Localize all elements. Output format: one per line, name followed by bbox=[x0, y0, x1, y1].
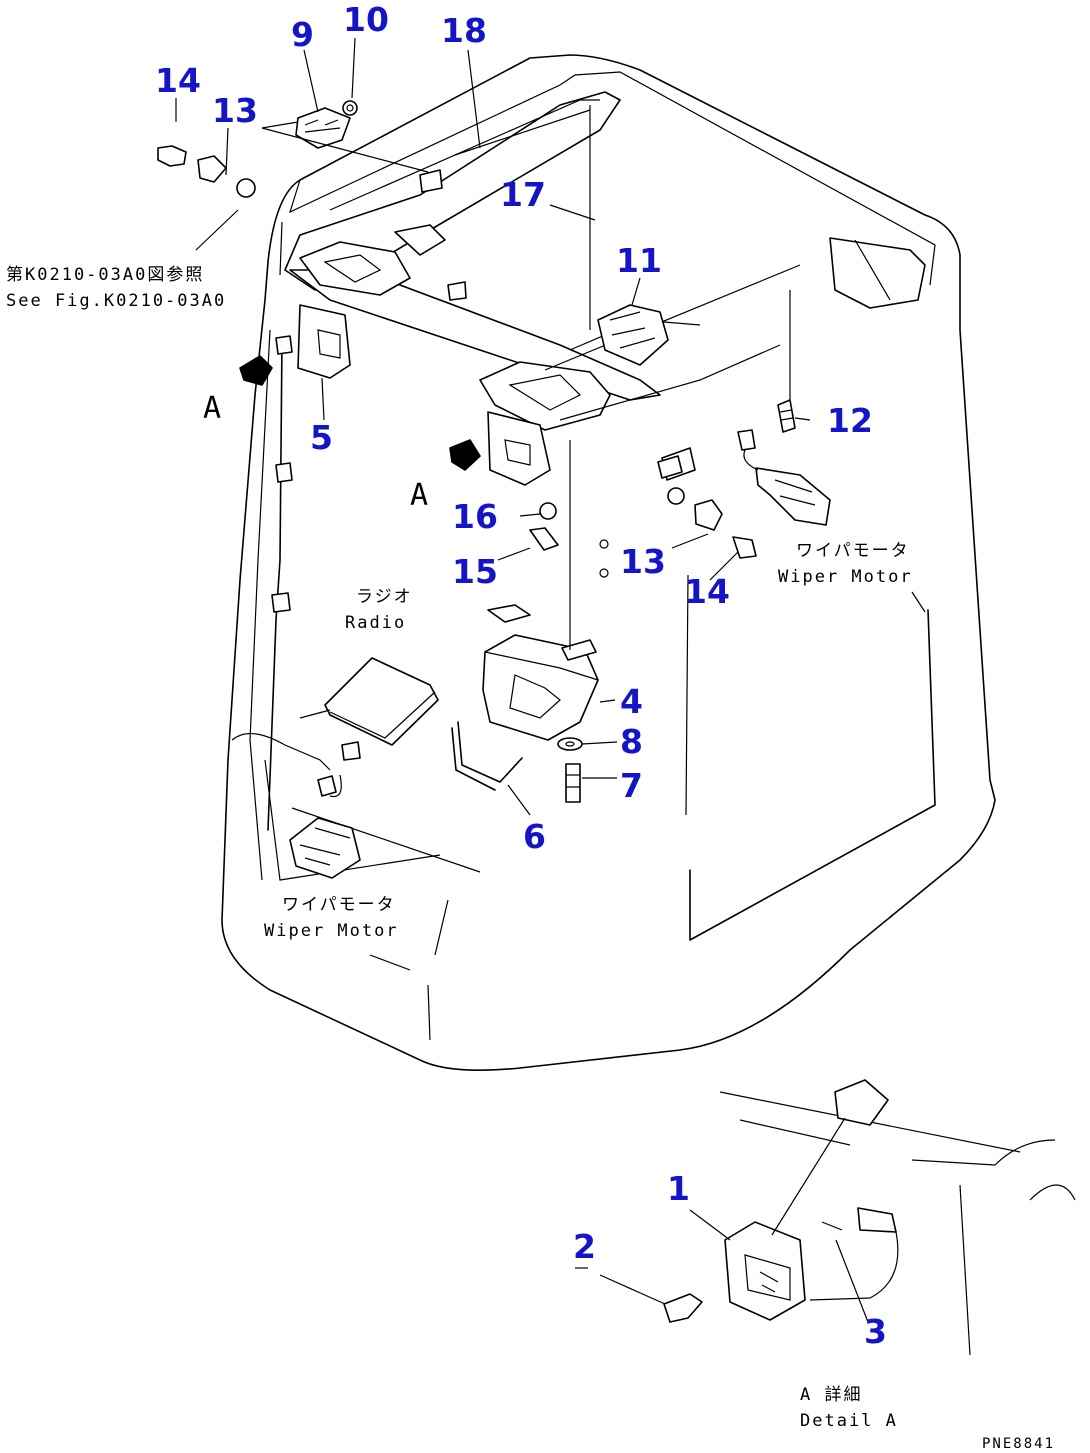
callout-18: 18 bbox=[441, 11, 487, 50]
callout-9: 9 bbox=[291, 15, 314, 54]
leader-lines bbox=[175, 37, 869, 1323]
text-notes: 第K0210-03A0図参照 See Fig.K0210-03A0 ラジオ Ra… bbox=[6, 265, 1055, 1452]
part-8-washer bbox=[557, 737, 583, 751]
callout-10: 10 bbox=[343, 0, 389, 39]
part-14-bolt-left bbox=[157, 145, 187, 167]
view-arrow-center bbox=[449, 439, 481, 471]
radio-unit bbox=[231, 657, 439, 798]
part-14-bolt-right bbox=[732, 536, 757, 559]
wiper-motor-left-en: Wiper Motor bbox=[264, 921, 399, 941]
part-7-screw bbox=[565, 763, 581, 803]
view-mark-a-left: A bbox=[203, 391, 221, 426]
callout-7: 7 bbox=[620, 766, 643, 805]
center-mount bbox=[487, 411, 551, 486]
callout-8: 8 bbox=[620, 722, 643, 761]
detail-label-en: Detail A bbox=[800, 1411, 898, 1431]
part-13-washer-left bbox=[197, 155, 256, 198]
part-16-nut bbox=[539, 502, 609, 549]
roof-frame bbox=[284, 91, 926, 431]
part-15-bolt bbox=[529, 527, 609, 578]
radio-label-en: Radio bbox=[345, 613, 406, 633]
part-4-speaker-box bbox=[482, 604, 599, 741]
callout-5: 5 bbox=[310, 418, 333, 457]
view-mark-a-center: A bbox=[410, 478, 428, 513]
wiper-motor-left bbox=[289, 817, 361, 879]
detail-label-jp: A 詳細 bbox=[800, 1385, 862, 1405]
callout-6: 6 bbox=[523, 817, 546, 856]
callout-3: 3 bbox=[864, 1312, 887, 1351]
wiper-motor-right-en: Wiper Motor bbox=[778, 567, 913, 587]
callout-16: 16 bbox=[452, 497, 498, 536]
harness-clips bbox=[267, 335, 293, 831]
view-arrow-left bbox=[239, 355, 273, 386]
part-5-mount-left bbox=[297, 304, 351, 379]
detail-a bbox=[663, 1079, 1076, 1356]
callout-13-right: 13 bbox=[620, 542, 666, 581]
part-6-bracket bbox=[451, 721, 523, 791]
callout-14-top: 14 bbox=[155, 61, 201, 100]
wiper-motor-right bbox=[737, 429, 831, 526]
callout-17: 17 bbox=[500, 175, 546, 214]
cab-outline bbox=[221, 54, 996, 1071]
rail-small-parts bbox=[419, 169, 683, 479]
part-12-screw bbox=[777, 399, 796, 433]
callout-labels: 1 2 3 4 5 6 7 8 9 10 11 12 13 13 14 14 1… bbox=[155, 0, 887, 1351]
callout-13-top: 13 bbox=[212, 91, 258, 130]
callout-4: 4 bbox=[620, 682, 643, 721]
callout-12: 12 bbox=[827, 401, 873, 440]
drawing-id: PNE8841 bbox=[982, 1436, 1055, 1452]
callout-15: 15 bbox=[452, 552, 498, 591]
part-9-bracket bbox=[295, 107, 351, 149]
callout-1: 1 bbox=[667, 1169, 690, 1208]
wiper-motor-right-jp: ワイパモータ bbox=[796, 541, 910, 561]
reference-note-en: See Fig.K0210-03A0 bbox=[6, 291, 226, 311]
part-11-bracket bbox=[597, 304, 669, 366]
callout-14-right: 14 bbox=[684, 572, 730, 611]
wiper-motor-left-jp: ワイパモータ bbox=[282, 895, 396, 915]
callout-2: 2 bbox=[573, 1227, 596, 1266]
reference-note-jp: 第K0210-03A0図参照 bbox=[6, 265, 204, 285]
callout-11: 11 bbox=[616, 241, 662, 280]
part-10-nut bbox=[342, 100, 358, 116]
radio-label-jp: ラジオ bbox=[356, 587, 413, 607]
